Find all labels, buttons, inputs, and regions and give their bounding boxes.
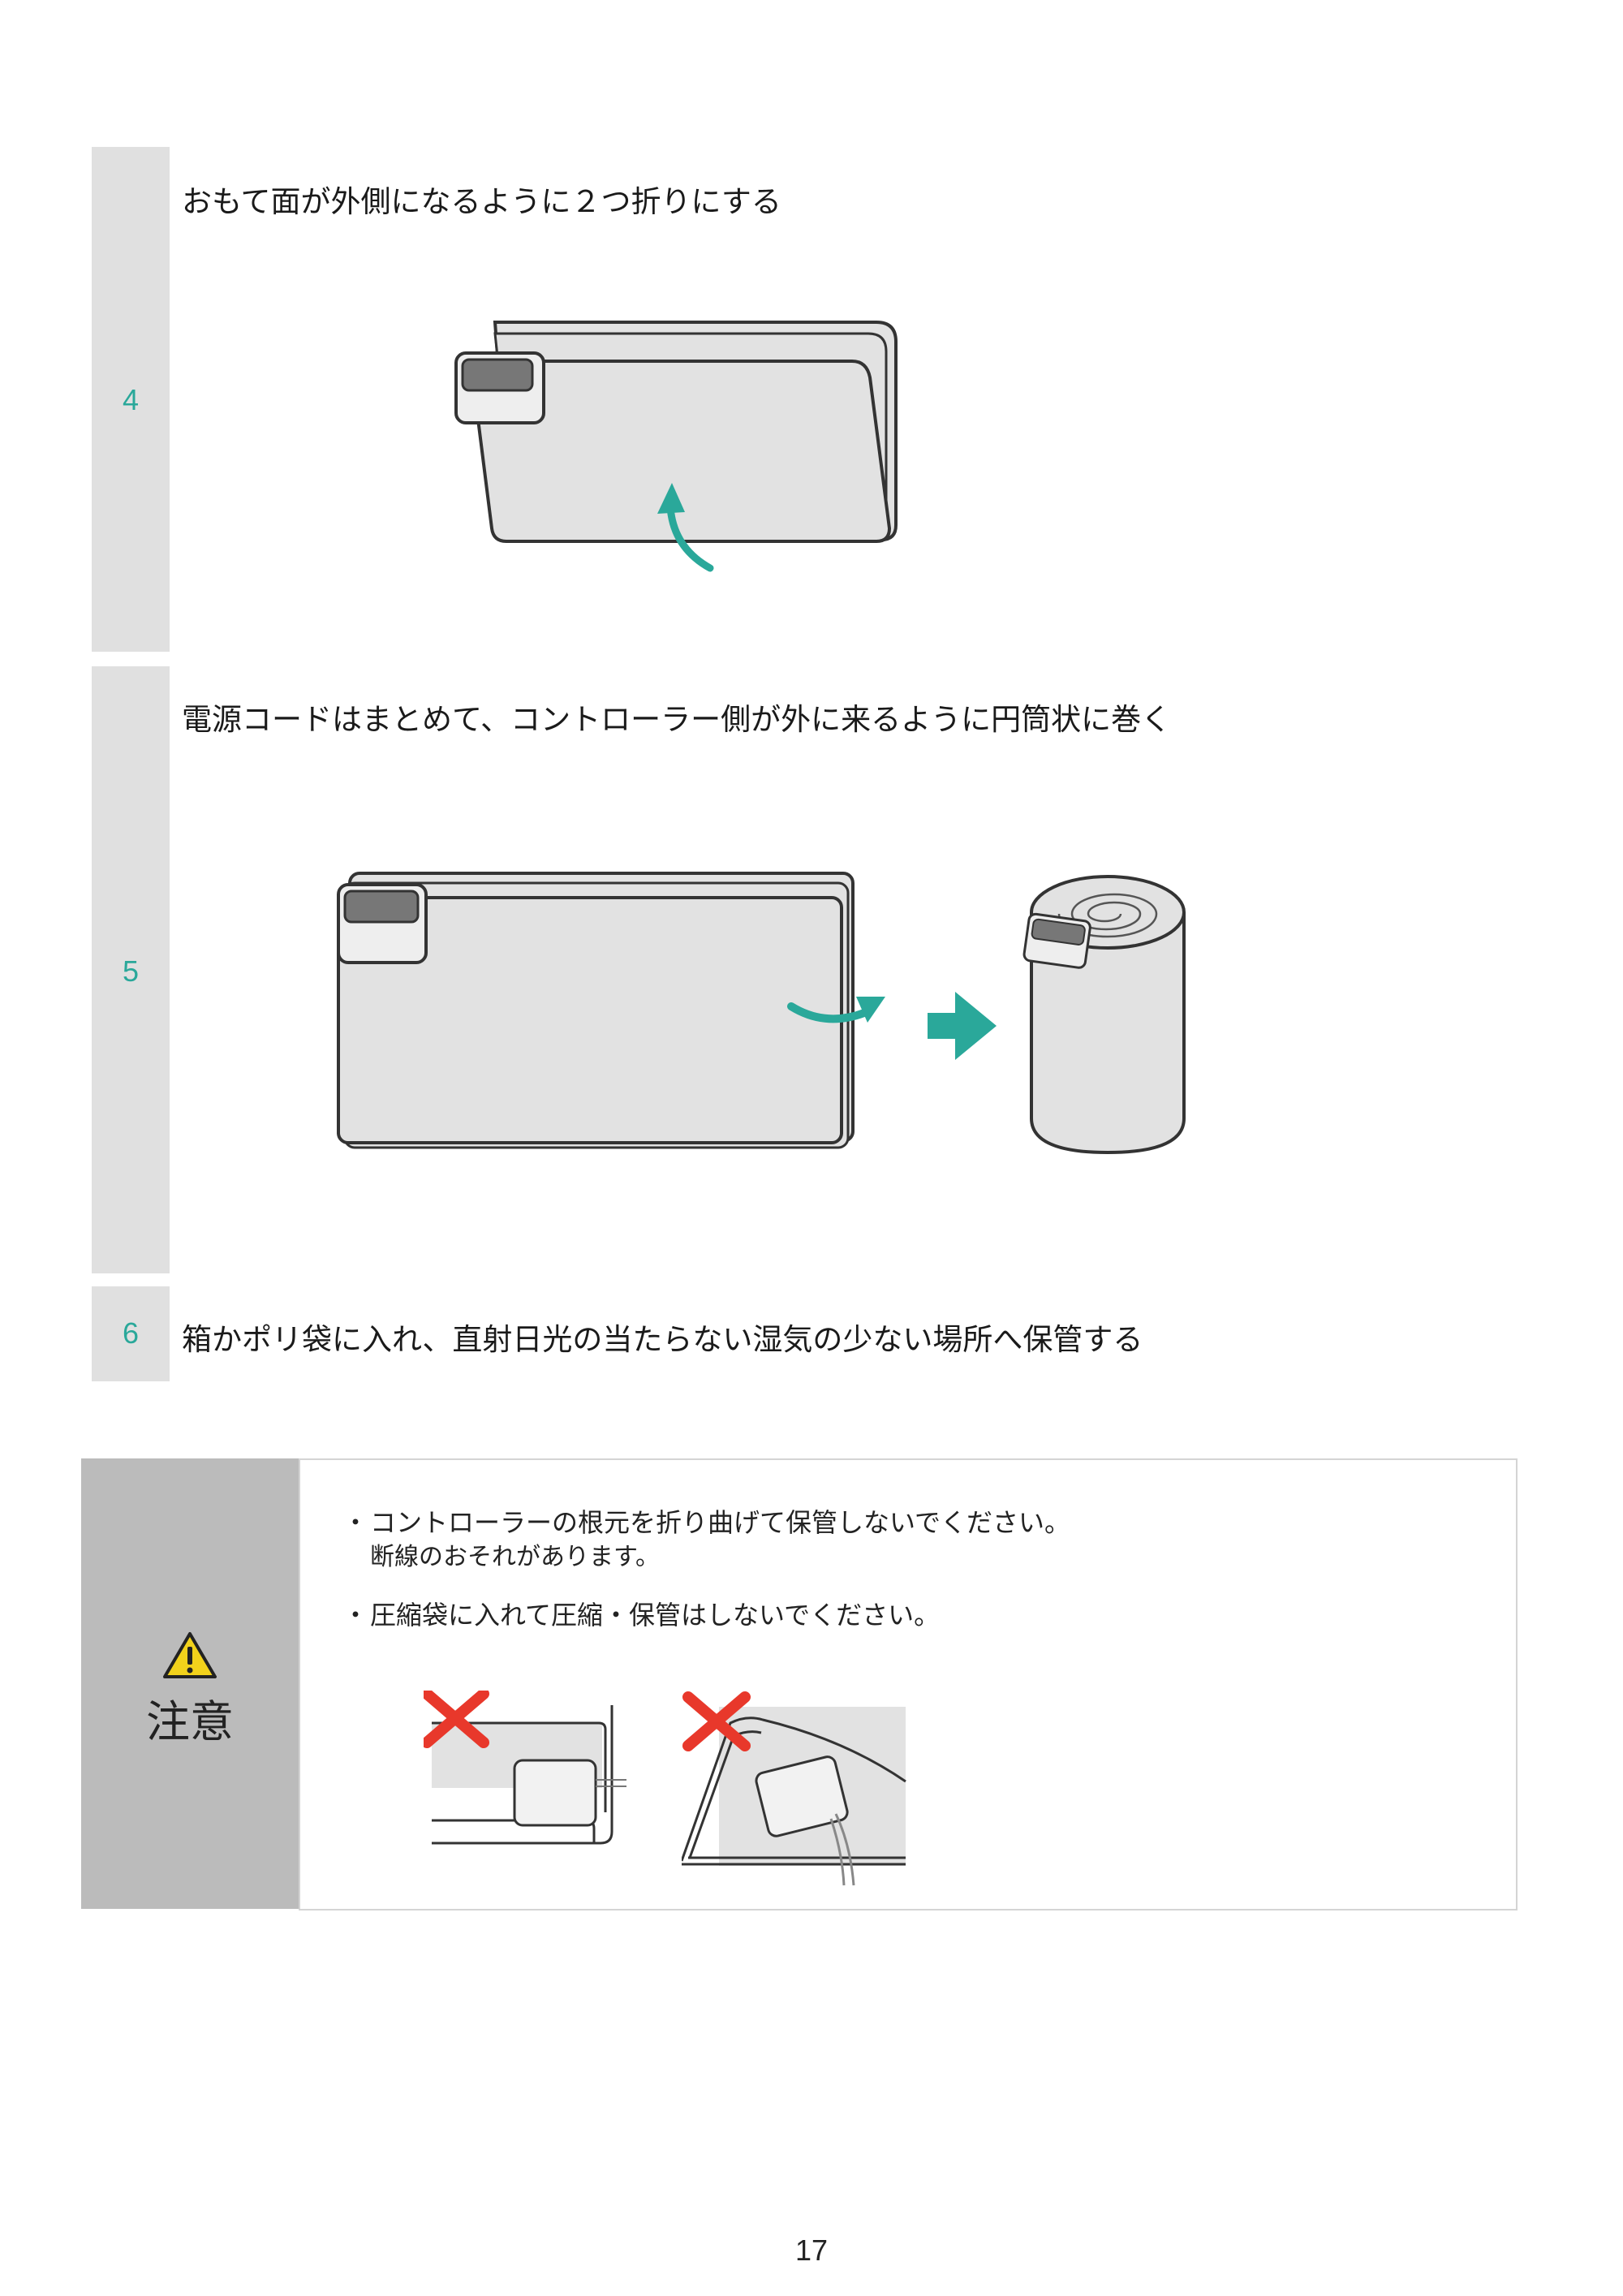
cross-mark-icon: [682, 1691, 751, 1751]
step-4-rail: [92, 147, 170, 652]
bullet-dot: ・: [342, 1507, 369, 1538]
step-6-text: 箱かポリ袋に入れ、直射日光の当たらない湿気の少ない場所へ保管する: [182, 1322, 1143, 1357]
step-6-number: 6: [122, 1316, 140, 1350]
caution-bad-example-compressed: [682, 1691, 906, 1886]
step-5-text: 電源コードはまとめて、コントローラー側が外に来るように円筒状に巻く: [182, 702, 1172, 737]
caution-content: ・コントローラーの根元を折り曲げて保管しないでください。 断線のおそれがあります…: [299, 1458, 1518, 1910]
cross-mark-icon: [424, 1691, 489, 1748]
caution-label: 注意: [146, 1696, 234, 1747]
caution-item-2-text: 圧縮袋に入れて圧縮・保管はしないでください。: [370, 1600, 941, 1630]
caution-item-1: ・コントローラーの根元を折り曲げて保管しないでください。: [342, 1502, 1070, 1540]
page-number: 17: [794, 2234, 829, 2267]
warning-triangle-icon: [163, 1632, 217, 1678]
step-4-number: 4: [122, 383, 140, 416]
caution-sidebar: 注意: [81, 1458, 299, 1909]
step-5-number: 5: [122, 954, 140, 988]
curved-arrow-icon: [657, 483, 714, 572]
step-6-rail: [92, 1286, 170, 1381]
right-arrow-icon: [928, 992, 997, 1060]
step-4-fold-illustration: [454, 321, 898, 572]
caution-item-1-subtext: 断線のおそれがあります。: [370, 1543, 660, 1571]
caution-bad-example-bent: [424, 1691, 626, 1845]
caution-item-1-text: コントローラーの根元を折り曲げて保管しないでください。: [370, 1507, 1071, 1538]
step-4-text: おもて面が外側になるように２つ折りにする: [182, 184, 781, 219]
caution-item-2: ・圧縮袋に入れて圧縮・保管はしないでください。: [342, 1595, 940, 1632]
curved-arrow-icon: [787, 997, 885, 1023]
step-5-roll-illustration: [337, 872, 1186, 1155]
step-5-rail: [92, 666, 170, 1273]
bullet-dot: ・: [342, 1600, 369, 1630]
